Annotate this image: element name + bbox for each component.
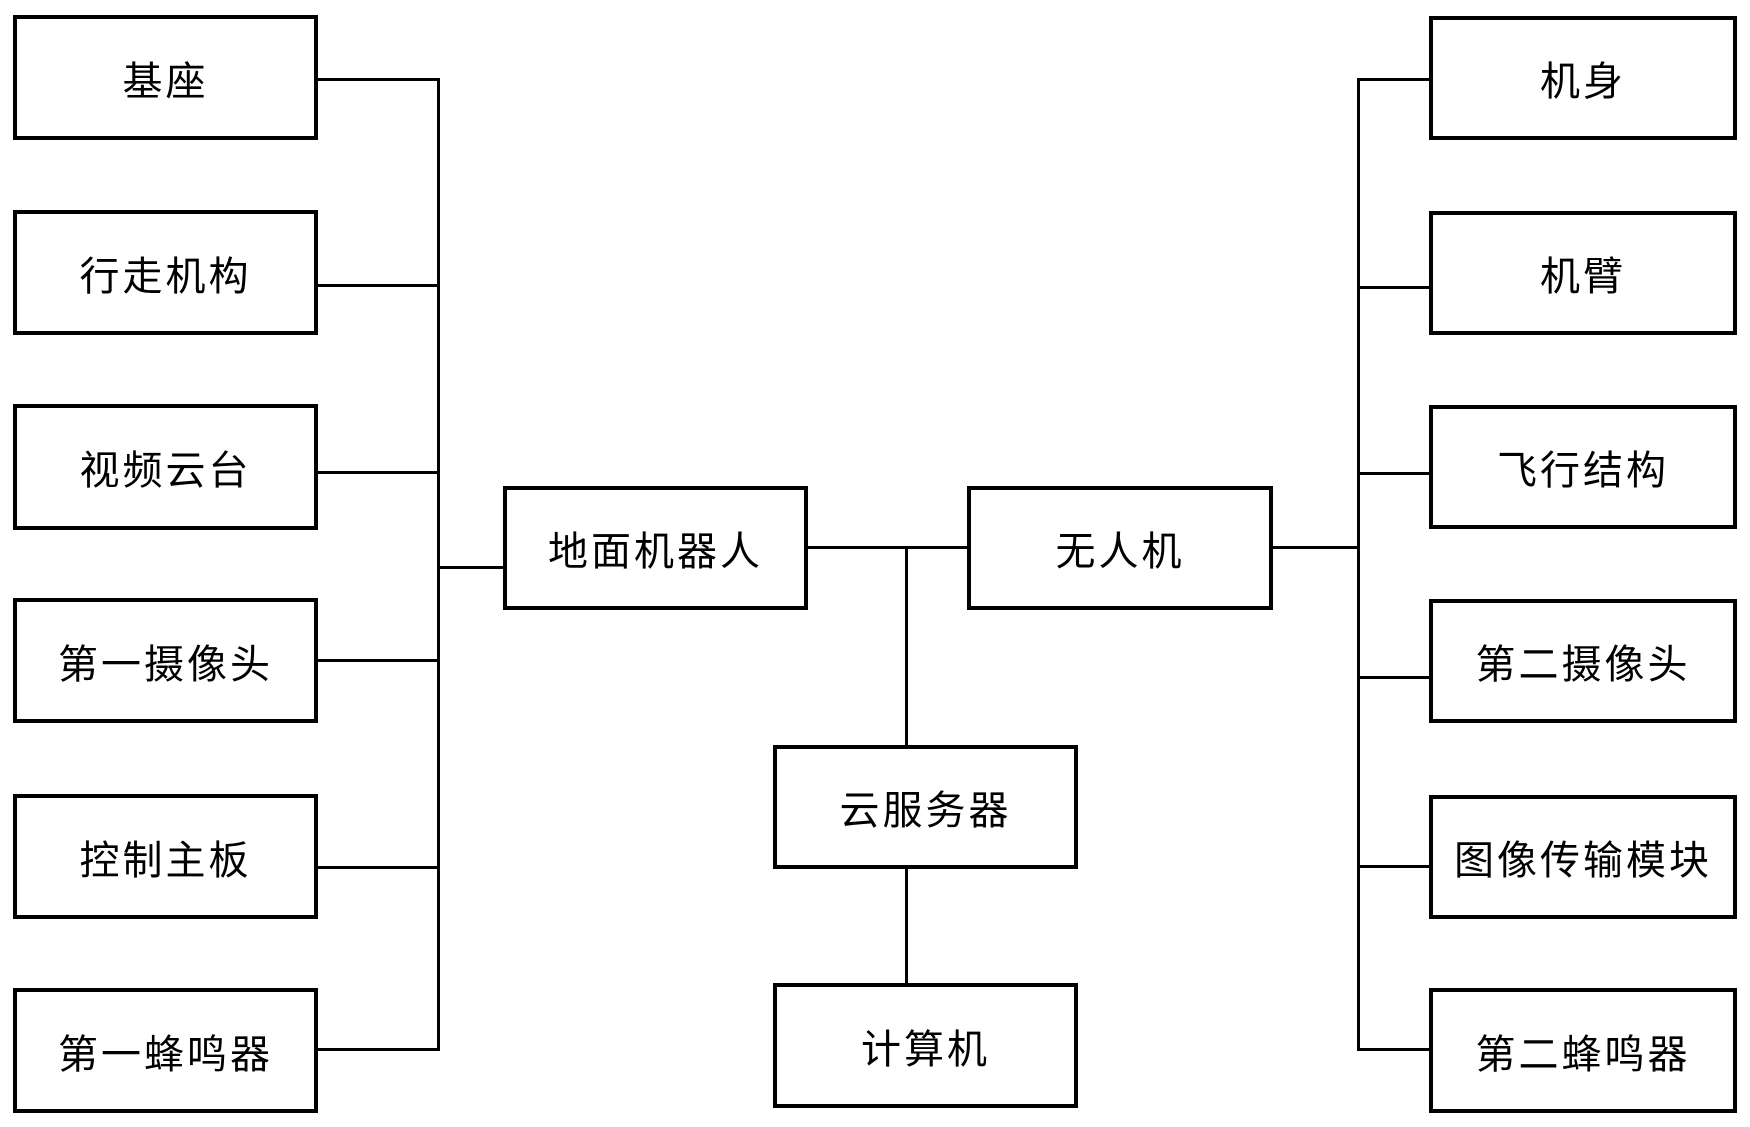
- node-flight-structure: 飞行结构: [1429, 405, 1737, 529]
- connector-second-camera: [1357, 676, 1433, 679]
- node-video-gimbal: 视频云台: [13, 404, 318, 530]
- link-cloud-server-computer: [905, 866, 908, 987]
- link-junction-cloud-server: [905, 546, 908, 749]
- node-computer: 计算机: [773, 983, 1078, 1108]
- connector-first-camera: [314, 659, 440, 662]
- connector-ground-robot: [437, 566, 507, 569]
- node-image-transmission-module: 图像传输模块: [1429, 795, 1737, 919]
- node-second-buzzer: 第二蜂鸣器: [1429, 988, 1737, 1113]
- node-control-board: 控制主板: [13, 794, 318, 919]
- node-first-camera: 第一摄像头: [13, 598, 318, 723]
- connector-fuselage: [1357, 78, 1433, 81]
- connector-flight-structure: [1357, 472, 1433, 475]
- connector-first-buzzer: [314, 1048, 440, 1051]
- connector-video-gimbal: [314, 471, 440, 474]
- connector-image-transmission-module: [1357, 865, 1433, 868]
- connector-arm: [1357, 286, 1433, 289]
- node-uav: 无人机: [967, 486, 1273, 610]
- node-fuselage: 机身: [1429, 16, 1737, 140]
- node-base: 基座: [13, 15, 318, 140]
- node-walking-mechanism: 行走机构: [13, 210, 318, 335]
- node-second-camera: 第二摄像头: [1429, 599, 1737, 723]
- connector-uav: [1269, 546, 1360, 549]
- right-bus-line: [1357, 78, 1360, 1051]
- node-arm: 机臂: [1429, 211, 1737, 335]
- connector-control-board: [314, 866, 440, 869]
- left-bus-line: [437, 78, 440, 1051]
- node-first-buzzer: 第一蜂鸣器: [13, 988, 318, 1113]
- node-cloud-server: 云服务器: [773, 745, 1078, 869]
- link-ground-robot-uav: [804, 546, 971, 549]
- node-ground-robot: 地面机器人: [503, 486, 808, 610]
- connector-second-buzzer: [1357, 1048, 1433, 1051]
- connector-walking-mechanism: [314, 284, 440, 287]
- connector-base: [314, 78, 440, 81]
